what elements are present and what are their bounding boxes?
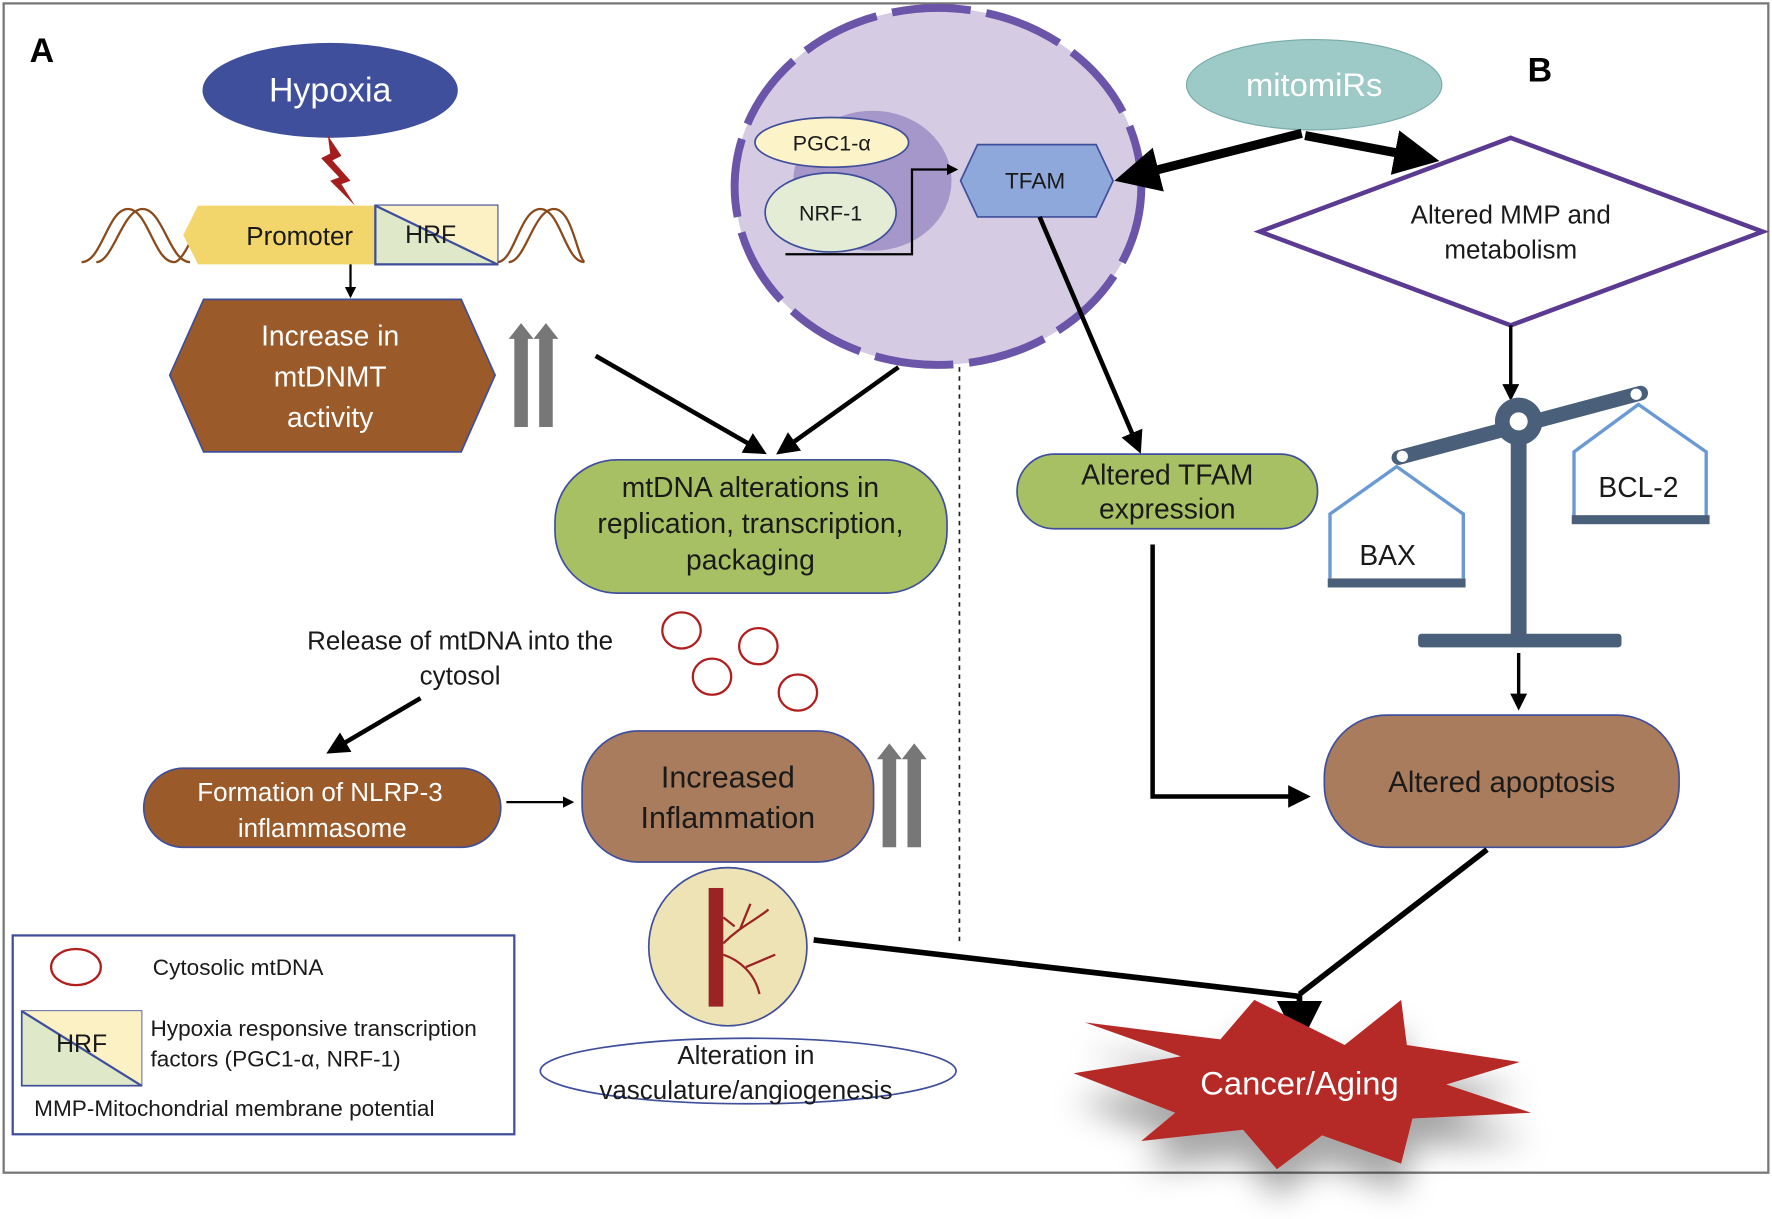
- altered-tfam-line-2: expression: [1099, 493, 1236, 525]
- release-line-1: Release of mtDNA into the: [307, 626, 613, 656]
- line-apoptosis-cancer: [1297, 847, 1489, 997]
- dna-strand-right: [497, 207, 586, 264]
- hrf-diagonal: [374, 204, 498, 266]
- arrow-mitomirs-tfam: [1114, 128, 1303, 192]
- increase-arrows-icon: [876, 743, 927, 848]
- arrow-release-nlrp3: [326, 696, 422, 754]
- hrf-label: HRF: [405, 222, 456, 249]
- legend: Cytosolic mtDNA HRF Hypoxia responsive t…: [11, 934, 516, 1136]
- vessel-branches: [722, 903, 776, 995]
- altered-tfam-node: [1016, 453, 1319, 530]
- increase-arrows-icon: [508, 323, 559, 428]
- mtdnmt-line-1: Increase in: [261, 320, 399, 352]
- mtdnmt-line-3: activity: [287, 401, 374, 433]
- mtdnmt-node: [168, 298, 497, 453]
- cancer-label: Cancer/Aging: [1200, 1065, 1398, 1102]
- arrow-hrf-tfam: [785, 163, 959, 256]
- arrow-mtdnmt-alterations: [594, 353, 767, 455]
- nlrp3-node: [142, 767, 502, 849]
- mitomirs-node: [1185, 38, 1443, 131]
- mmp-line-2: metabolism: [1444, 235, 1577, 265]
- bcl2-label: BCL-2: [1598, 471, 1678, 503]
- pgc1a-node: [754, 116, 910, 169]
- legend-cytosolic: Cytosolic mtDNA: [153, 955, 325, 980]
- legend-hrf-desc-2: factors (PGC1-α, NRF-1): [151, 1046, 401, 1071]
- inflammation-line-1: Increased: [661, 760, 795, 794]
- arrow-nucleus-alterations: [776, 365, 900, 455]
- legend-hrf-desc-1: Hypoxia responsive transcription: [151, 1016, 477, 1041]
- mitomirs-label: mitomiRs: [1246, 66, 1382, 103]
- vasculature-node: [539, 1037, 957, 1105]
- panel-a-label: A: [30, 32, 54, 70]
- panel-b-label: B: [1528, 51, 1552, 89]
- line-vasculature-cancer: [813, 937, 1300, 1000]
- legend-mmp: MMP-Mitochondrial membrane potential: [34, 1096, 434, 1121]
- release-line-2: cytosol: [420, 661, 501, 691]
- tfam-node: [959, 143, 1115, 218]
- apoptosis-label: Altered apoptosis: [1388, 766, 1615, 799]
- cytosolic-mtdna-legend-icon: [49, 947, 102, 987]
- nrf1-label: NRF-1: [799, 201, 862, 225]
- mtdna-alterations-node: [554, 458, 948, 594]
- hypoxia-node: [202, 42, 458, 138]
- nrf1-node: [764, 172, 898, 253]
- vasculature-line-2: vasculature/angiogenesis: [599, 1075, 892, 1105]
- inflammation-line-2: Inflammation: [641, 801, 816, 835]
- mmp-line-1: Altered MMP and: [1411, 200, 1611, 230]
- legend-hrf-label: HRF: [56, 1031, 107, 1058]
- blood-vessel-icon: [647, 866, 808, 1027]
- lightning-icon: [321, 135, 356, 206]
- inflammation-node: [581, 730, 875, 863]
- vasculature-line-1: Alteration in: [677, 1040, 814, 1070]
- cytosolic-mtdna-icons: [661, 611, 819, 712]
- vessel-trunk: [708, 887, 724, 1007]
- promoter-label: Promoter: [246, 221, 353, 251]
- arrow-mitomirs-mmp: [1304, 130, 1440, 175]
- pgc1a-label: PGC1-α: [793, 131, 871, 155]
- mtdna-alterations-line-1: mtDNA alterations in: [622, 471, 879, 503]
- dna-strand-left: [81, 207, 200, 264]
- balance-scale-icon: [1327, 385, 1710, 648]
- hypoxia-label: Hypoxia: [269, 72, 392, 110]
- nlrp3-line-1: Formation of NLRP-3: [197, 777, 442, 807]
- tfam-label: TFAM: [1005, 169, 1065, 194]
- mtdna-alterations-line-2: replication, transcription,: [597, 507, 903, 539]
- altered-tfam-line-1: Altered TFAM: [1081, 459, 1253, 491]
- legend-hrf-diagonal: [21, 1010, 143, 1087]
- arrow-expression-apoptosis: [1150, 544, 1311, 808]
- cancer-starburst: [1073, 999, 1532, 1170]
- mtdnmt-line-2: mtDNMT: [274, 360, 387, 392]
- promoter-box: [183, 205, 376, 265]
- nlrp3-line-2: inflammasome: [238, 813, 407, 843]
- mtdna-alterations-line-3: packaging: [686, 543, 815, 575]
- arrow-tfam-expression: [1037, 216, 1143, 454]
- apoptosis-node: [1323, 714, 1680, 849]
- bax-label: BAX: [1359, 539, 1416, 571]
